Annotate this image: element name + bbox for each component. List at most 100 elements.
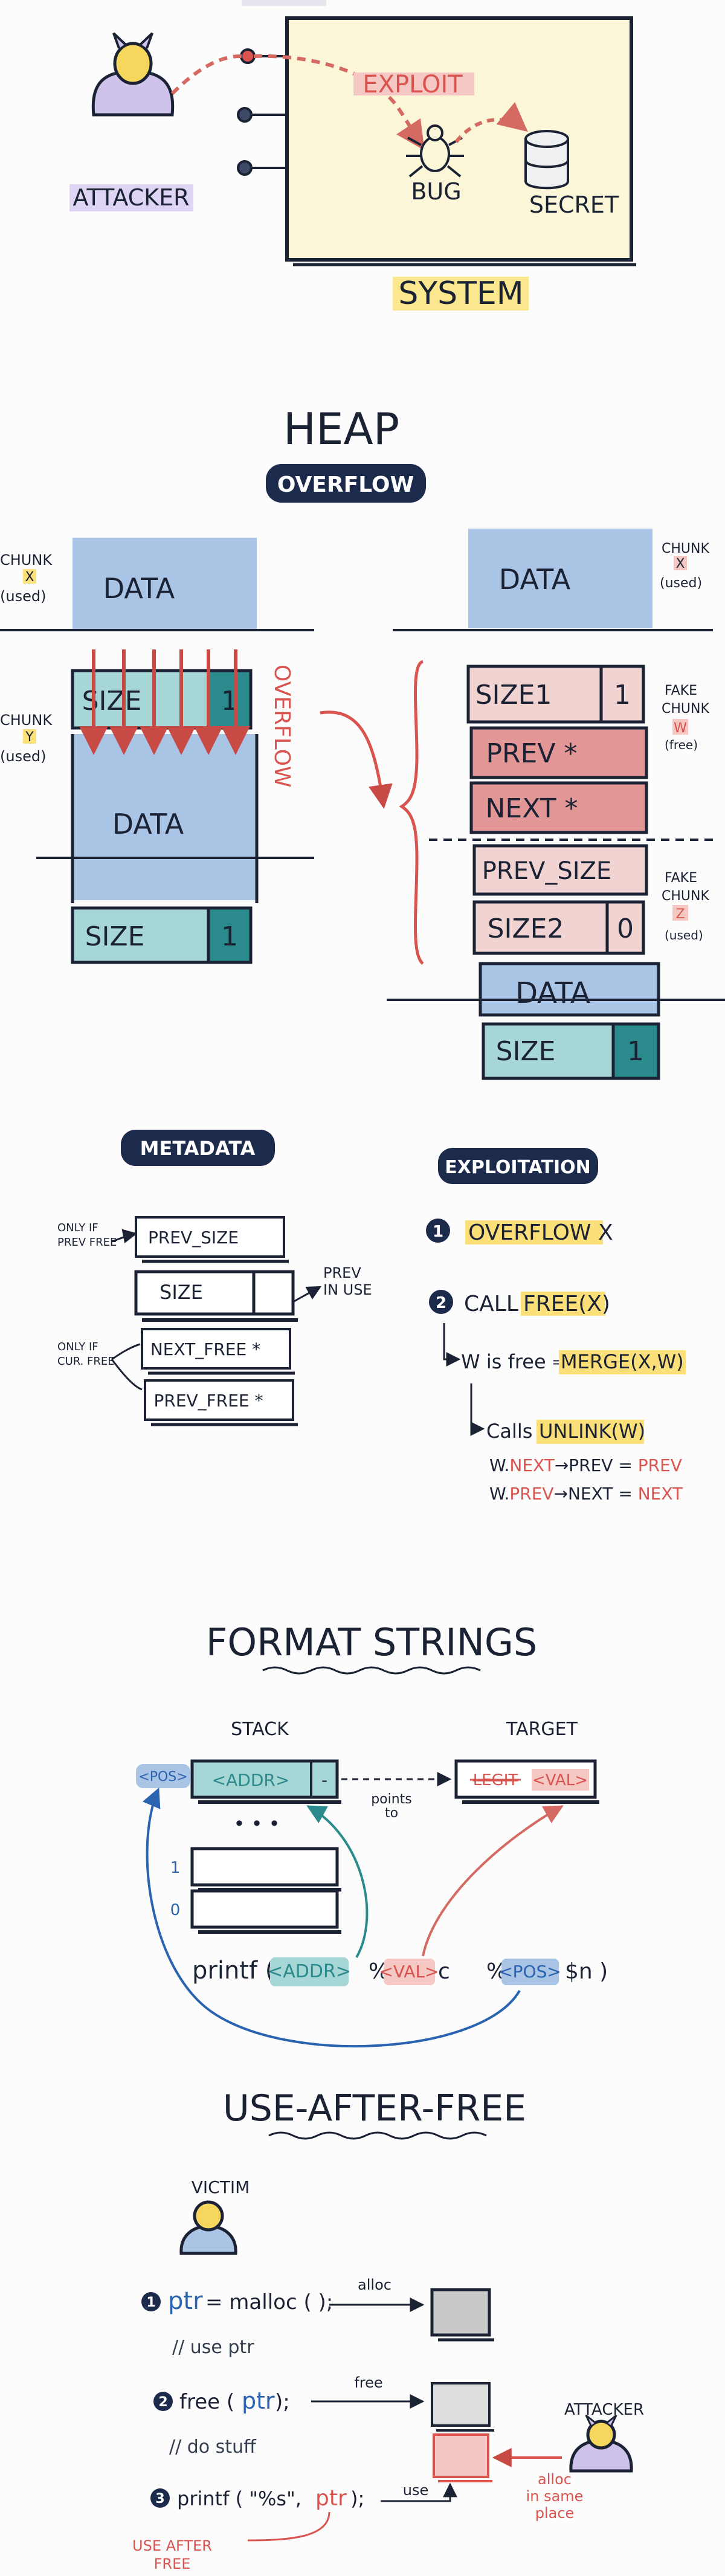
line-b-w: W. [489,1484,509,1504]
line-a-w: W. [489,1455,509,1475]
only-if-prev-free-2: PREV FREE [57,1236,117,1249]
right-chunk-x-letter: X [675,556,685,572]
left-chunk-y-letter: Y [25,730,34,745]
reallocated-block [433,2433,489,2478]
left-size2-bit: 1 [221,921,238,952]
left-size2-bit-box [207,906,253,964]
overflow-transform-arrow [320,710,393,809]
uaf-s1-rest: = malloc ( ); [205,2290,333,2314]
stack-dots: • • • [234,1812,280,1835]
uaf-attacker-figure [569,2414,633,2473]
left-data1-label: DATA [103,572,175,605]
merge-highlight [559,1350,686,1374]
right-size3-bit: 1 [627,1036,644,1067]
step1-highlight [465,1220,603,1245]
fake-w-label2: CHUNK [662,701,709,716]
left-size1-label: SIZE [82,686,142,716]
unlink-line-a: W.NEXT→PREV = PREV [489,1455,682,1475]
uaf-s2-suffix: ); [275,2390,290,2414]
uaf-label-arrow [247,2511,330,2542]
metadata-badge [121,1130,275,1166]
left-chunk-y-label: CHUNK [0,712,53,729]
fake-z-label1: FAKE [665,871,697,886]
format-strings-section: FORMAT STRINGS STACK TARGET <POS> <ADDR>… [136,1620,608,2048]
format-strings-title: FORMAT STRINGS [206,1620,538,1664]
printf-val-highlight [384,1959,435,1985]
meta-prevsize-box [135,1216,285,1258]
fake-w-letter: W [674,721,687,736]
only-if-cur-free-2: CUR. FREE [57,1355,115,1368]
fake-z-letter: Z [675,907,685,922]
bug-icon [406,124,464,178]
left-data2-label: DATA [112,808,184,840]
exploitation-badge [438,1148,598,1184]
printf-addr-highlight [270,1957,349,1986]
alloc-block [430,2288,491,2337]
uaf-s2-ptr: ptr [242,2388,275,2414]
overflow-arrows [79,649,250,755]
stack-addr: <ADDR> [212,1770,290,1790]
format-title-underline [262,1666,481,1675]
overflow-badge [266,464,426,503]
exploit-label-highlight [353,72,474,95]
uaf-step3-badge [150,2488,170,2508]
attacker-label: ATTACKER [72,184,189,211]
right-size1-bit: 1 [614,680,631,710]
system-section: ATTACKER EXPLOIT BUG SECRET SYST [69,0,636,312]
uaf-callout-2: FREE [154,2555,191,2572]
unlink-highlight [536,1420,644,1444]
fake-z-label2: CHUNK [662,889,709,904]
uaf-attacker-label: ATTACKER [564,2401,644,2419]
uaf-step2-badge [153,2392,173,2411]
left-chunk-x-letter: X [25,570,34,585]
attacker-label-highlight [69,184,193,211]
unlink-line-b: W.PREV→NEXT = NEXT [489,1484,683,1504]
line-a-prev: PREV [638,1455,682,1475]
stack-addr-cell [190,1759,339,1799]
line-b-mid: →NEXT = [554,1484,638,1504]
w-free-prefix: W is free ⇒ [461,1350,569,1373]
right-prevsize-block [472,844,648,896]
use-arrow [381,2482,457,2502]
meta-prevsize-label: PREV_SIZE [148,1228,239,1248]
fake-w-label1: FAKE [665,683,697,698]
left-data2-block [72,734,257,900]
fake-w-state: (free) [665,738,698,752]
step2-badge [429,1290,453,1314]
attacker-figure [91,32,175,117]
uaf-section: USE-AFTER-FREE VICTIM 1 ptr = malloc ( )… [132,2087,644,2572]
printf-c: c [438,1959,450,1984]
uaf-step3-number: 3 [155,2491,164,2507]
printf-suffix: $n ) [565,1959,608,1984]
right-prev-label: PREV * [486,738,578,769]
right-heap: DATA CHUNK X (used) SIZE1 1 PREV * NEXT … [387,529,725,1080]
overflow-vertical-label: OVERFLOW [269,665,294,788]
stack-dash: - [321,1770,327,1790]
step1-number: 1 [433,1223,443,1241]
uaf-s3-ptr: ptr [315,2486,347,2511]
calls-prefix: Calls [486,1420,532,1443]
use-arrow-label: use [403,2482,428,2499]
line-b-next: NEXT [638,1484,683,1504]
top-edge-label-remnant [242,0,326,6]
target-val: <VAL> [532,1771,588,1789]
meta-size-box [134,1270,295,1316]
printf-prefix: printf ( [192,1957,274,1985]
alloc-arrow-label: alloc [358,2276,392,2293]
points-to-1: points [371,1792,412,1807]
uaf-callout-1: USE AFTER [132,2537,212,2554]
heap-section: HEAP OVERFLOW DATA SIZE 1 DATA SIZE 1 [0,404,725,1080]
meta-prevfree-box [144,1379,294,1421]
attacker-horn-right [140,32,153,49]
fake-z-state: (used) [665,928,703,942]
metadata-section: METADATA ONLY IF PREV FREE PREV_SIZE SIZ… [57,1130,372,1426]
left-heap: DATA SIZE 1 DATA SIZE 1 CHUN [0,538,393,964]
right-data-block [468,529,652,628]
stack-label: STACK [231,1719,289,1740]
bug-to-secret-arrow [454,101,528,143]
right-data2-block [478,962,660,1017]
right-size1-bit-box [599,665,645,724]
step2-highlight [521,1292,605,1316]
attacker-alloc-2: in same [526,2488,584,2505]
